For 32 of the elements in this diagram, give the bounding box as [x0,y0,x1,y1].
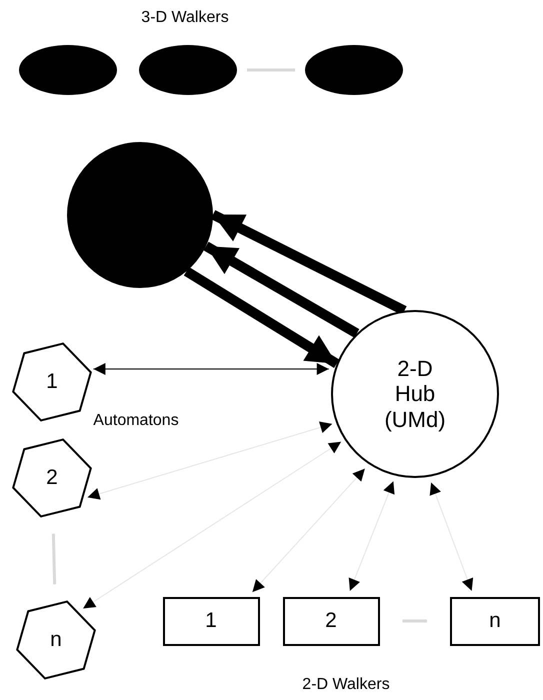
walker-box [162,596,260,646]
group-label: Automatons [93,412,179,430]
arrow [92,363,330,375]
arrow [252,468,366,593]
node-label: 2-D Hub (UMd) [383,356,447,432]
group-label: 3-D Walkers [141,9,229,27]
arrow [204,242,360,338]
hexagon-node [15,599,97,681]
filled-circle [67,142,213,288]
arrow [184,267,340,368]
node-label: 1 [46,370,58,394]
node-label: 1 [205,608,217,634]
node-label: n [50,628,62,652]
arrow [87,422,333,500]
arrow [348,480,395,592]
group-label: 2-D Walkers [302,676,390,694]
walker-box [450,596,540,646]
connector-line [52,534,56,584]
hexagon-node [11,341,93,423]
ellipse-shape [19,45,117,95]
node-label: 2 [325,608,337,634]
ellipse-shape [139,45,237,95]
hub-circle [331,310,499,478]
node-label: n [489,608,501,634]
ellipse-shape [305,45,403,95]
arrow [82,441,342,609]
node-label: 2 [46,466,58,490]
hexagon-node [11,437,93,519]
connector-line [247,68,295,72]
connector-line [402,620,427,622]
walker-box [282,596,380,646]
arrow [430,482,474,592]
